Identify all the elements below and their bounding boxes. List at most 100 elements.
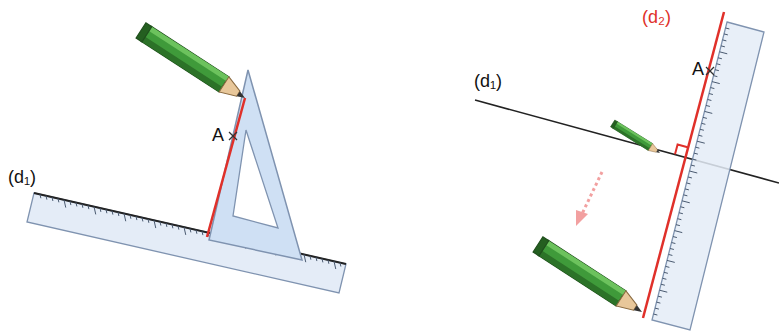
ruler-tick [681, 207, 685, 208]
point-label: A [212, 126, 224, 144]
ruler-tick [690, 171, 698, 173]
ruler-tick [702, 123, 706, 124]
ruler-tick [724, 34, 728, 35]
ruler-tick [160, 222, 162, 226]
ruler-tick [322, 259, 324, 263]
ruler-tick [715, 70, 719, 71]
ruler-tick [691, 165, 695, 166]
point-mark [706, 67, 714, 75]
ruler-tick [682, 201, 690, 203]
ruler-tick [658, 296, 662, 297]
ruler-tick [88, 205, 90, 209]
ruler-tick [655, 308, 659, 309]
ruler-tick [202, 231, 204, 235]
ruler-tick [196, 230, 198, 234]
line-label: (d₂) [642, 8, 671, 26]
ruler-tick [124, 213, 126, 221]
ruler-tick [118, 212, 120, 216]
ruler-tick [112, 211, 114, 215]
ruler-tick [660, 290, 668, 292]
ruler-left [27, 193, 346, 293]
ruler-tick [340, 263, 342, 267]
ruler-tick [672, 243, 676, 244]
ruler-tick [310, 256, 312, 260]
ruler-tick [693, 159, 697, 160]
line-label: (d₁) [474, 72, 502, 90]
right-angle-mark [675, 145, 688, 155]
ruler-tick [709, 94, 713, 95]
ruler-tick [316, 257, 318, 261]
ruler-tick [675, 231, 683, 233]
ruler-tick [663, 278, 667, 279]
ruler-tick [697, 141, 705, 143]
ruler-tick [58, 198, 60, 202]
ruler-tick [76, 203, 78, 207]
ruler-tick [82, 204, 84, 208]
ruler-tick [334, 261, 336, 269]
point-label: A [692, 60, 704, 78]
ruler-tick [172, 224, 174, 228]
ruler-tick [328, 260, 330, 264]
ruler-tick [706, 105, 710, 106]
ruler-tick [666, 266, 670, 267]
ruler-tick [130, 215, 132, 219]
ruler-tick [154, 220, 156, 228]
ruler-tick [676, 225, 680, 226]
ruler-tick [94, 207, 96, 215]
point-mark [229, 132, 237, 140]
ruler-tick [711, 88, 715, 89]
ruler-tick [304, 254, 306, 262]
ruler-tick [696, 147, 700, 148]
ruler-tick [684, 195, 688, 196]
ruler-tick [723, 40, 727, 41]
ruler-tick [70, 201, 72, 205]
ruler-tick [148, 219, 150, 223]
ruler-tick [687, 183, 691, 184]
ruler-tick [708, 99, 712, 100]
ruler-tick [166, 223, 168, 227]
motion-arrow [576, 172, 602, 226]
perpendicular-line [643, 12, 724, 318]
ruler-tick [190, 229, 192, 233]
ruler-tick [52, 197, 54, 201]
ruler-tick [714, 76, 718, 77]
ruler-tick [664, 272, 668, 273]
ruler-tick [46, 196, 48, 200]
ruler-tick [136, 216, 138, 220]
pencil [611, 120, 663, 156]
ruler-tick [685, 189, 689, 190]
ruler-tick [694, 153, 698, 154]
pencil [533, 237, 647, 320]
ruler-tick [40, 194, 42, 198]
ruler-tick [178, 226, 180, 230]
ruler-tick [720, 52, 728, 54]
perpendicular-line [207, 98, 245, 237]
ruler-tick [678, 219, 682, 220]
ruler-tick [669, 254, 673, 255]
ruler-tick [700, 129, 704, 130]
ruler-tick [142, 218, 144, 222]
ruler-tick [654, 314, 658, 315]
ruler-tick [705, 111, 713, 113]
ruler-tick [718, 58, 722, 59]
ruler-tick [712, 82, 720, 84]
ruler-tick [726, 28, 730, 29]
ruler-tick [670, 248, 674, 249]
ruler-tick [699, 135, 703, 136]
ruler-tick [679, 213, 683, 214]
ruler-tick [703, 117, 707, 118]
ruler-tick [106, 209, 108, 213]
ruler-tick [667, 260, 675, 262]
ruler-tick [657, 302, 661, 303]
ruler-tick [64, 200, 66, 208]
ruler-tick [661, 284, 665, 285]
ruler-tick [717, 64, 721, 65]
ruler-tick [721, 46, 725, 47]
ruler-tick [184, 227, 186, 235]
ruler-tick [100, 208, 102, 212]
ruler-tick [673, 237, 677, 238]
set-square [209, 70, 302, 260]
ruler-right [652, 22, 764, 330]
